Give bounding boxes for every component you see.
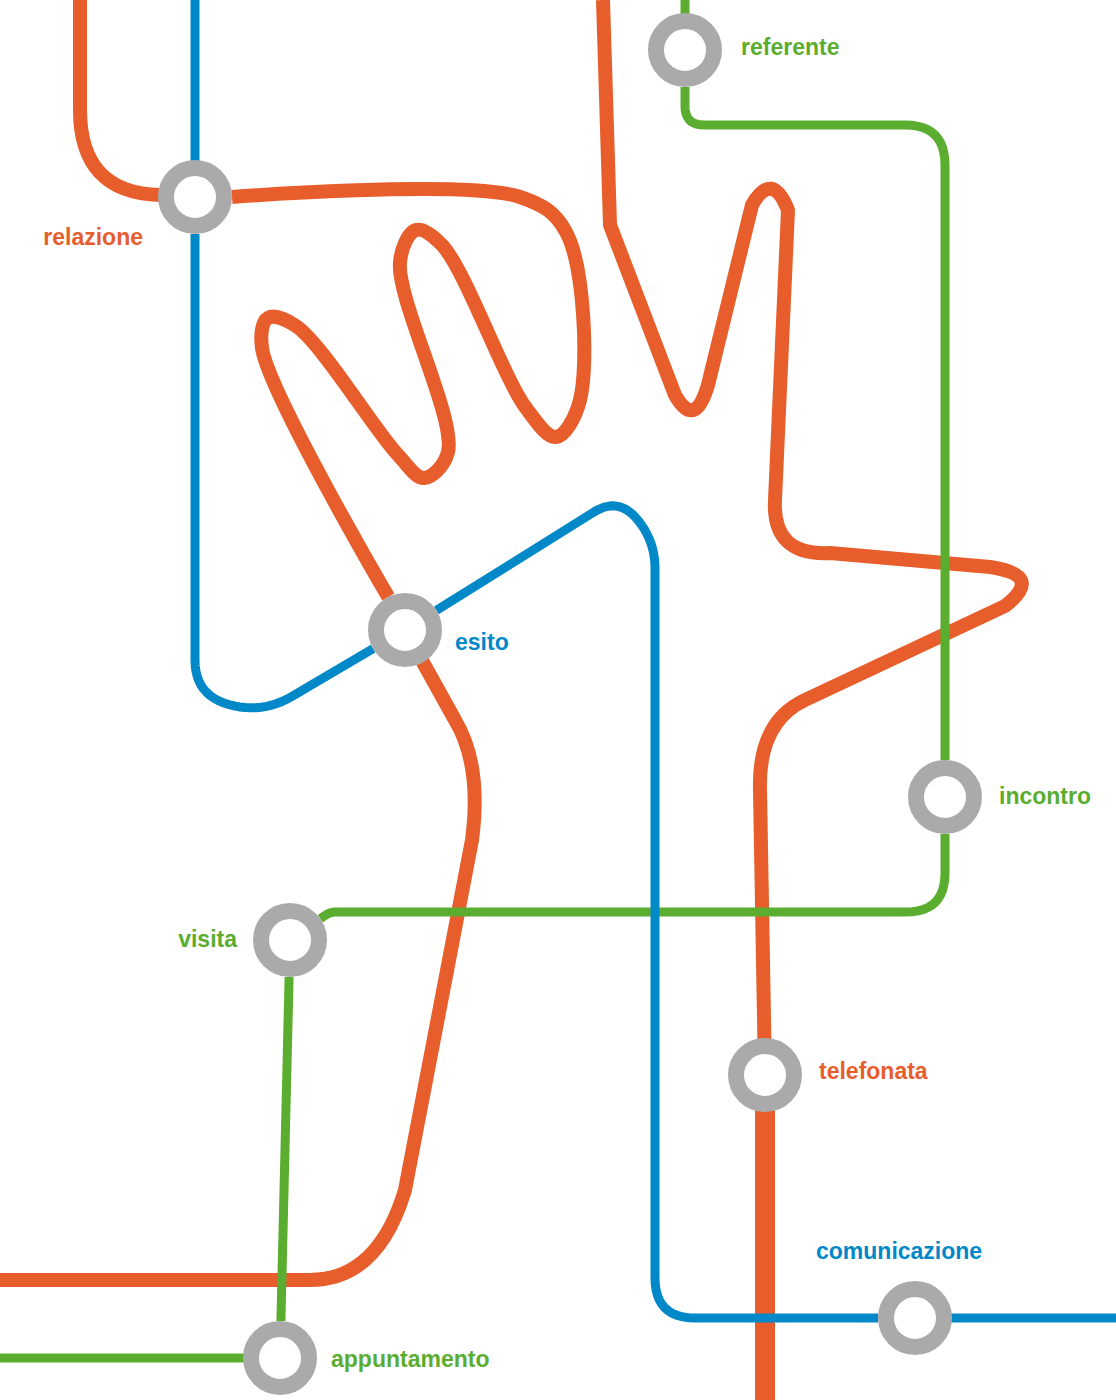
station-label: visita: [175, 926, 240, 953]
station: incontro: [905, 757, 985, 837]
station-ring: [916, 768, 974, 826]
metro-line: [195, 234, 373, 708]
station-ring: [656, 21, 714, 79]
station-label: incontro: [996, 783, 1094, 810]
station-label: esito: [452, 629, 512, 656]
station-label: referente: [738, 34, 842, 61]
station-ring: [875, 1278, 955, 1358]
station-label: relazione: [40, 224, 146, 251]
station-ring: [240, 1318, 320, 1398]
metro-line: [281, 977, 289, 1321]
station-ring: [155, 157, 235, 237]
station-ring: [886, 1289, 944, 1347]
station: relazione: [155, 157, 235, 237]
metro-line: [0, 630, 475, 1280]
metro-line: [232, 189, 584, 597]
station-ring: [645, 10, 725, 90]
station-ring: [261, 911, 319, 969]
station-ring: [736, 1046, 794, 1104]
station-label: appuntamento: [328, 1346, 492, 1373]
metro-line: [755, 1075, 775, 1400]
station-ring: [725, 1035, 805, 1115]
station-ring: [166, 168, 224, 226]
station-ring: [376, 601, 434, 659]
metro-line: [0, 1354, 280, 1363]
metro-line: [685, 87, 945, 760]
station-label: telefonata: [816, 1058, 931, 1085]
metro-line: [436, 506, 878, 1318]
station: referente: [645, 10, 725, 90]
station-ring: [905, 757, 985, 837]
station-ring: [365, 590, 445, 670]
station: comunicazione: [875, 1278, 955, 1358]
station: appuntamento: [240, 1318, 320, 1398]
station: esito: [365, 590, 445, 670]
station-ring: [251, 1329, 309, 1387]
metro-line: [320, 834, 945, 919]
station-ring: [250, 900, 330, 980]
station: telefonata: [725, 1035, 805, 1115]
station-label: comunicazione: [813, 1238, 985, 1265]
station: visita: [250, 900, 330, 980]
